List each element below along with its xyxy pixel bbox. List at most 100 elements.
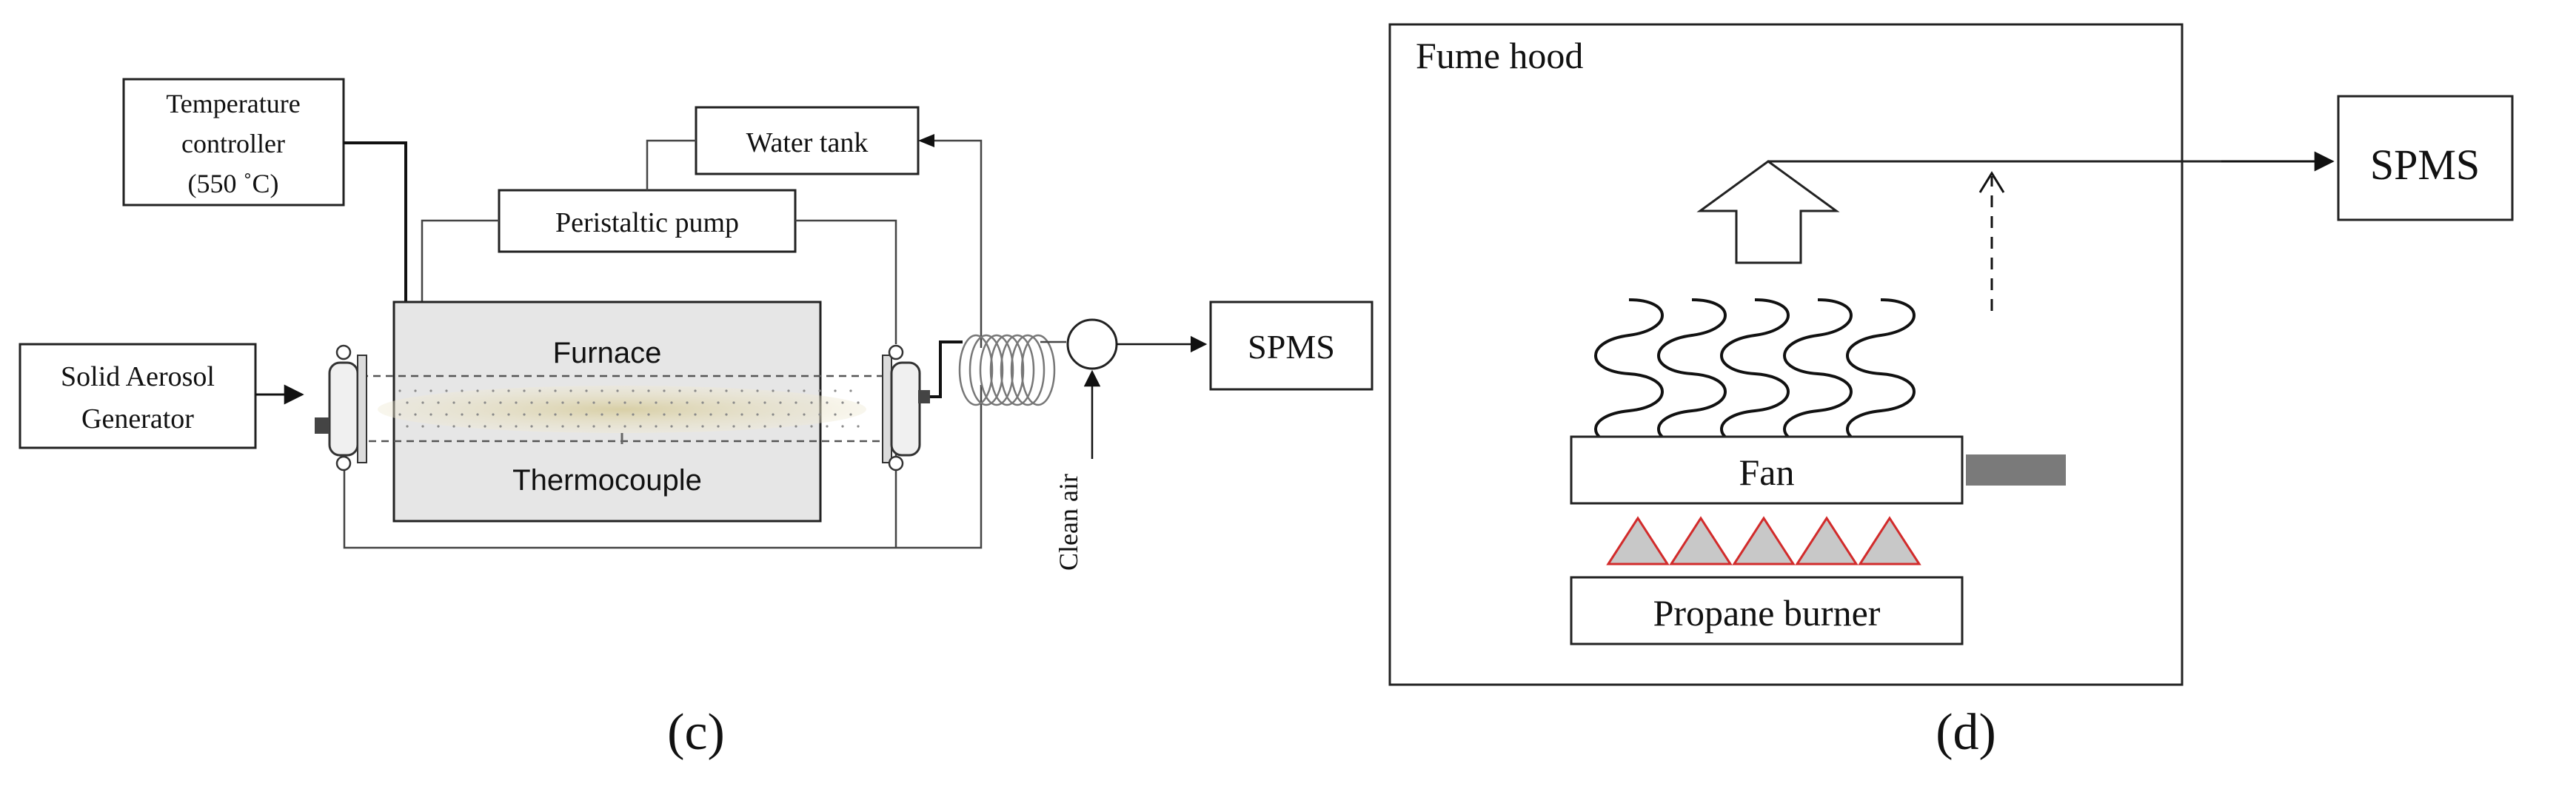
cooling-coil	[958, 334, 1056, 406]
left-flange-bolt-top	[335, 344, 352, 360]
aerosol-particle	[756, 389, 759, 392]
aerosol-particle	[639, 401, 642, 404]
aerosol-particle	[686, 425, 689, 428]
aerosol-particle	[523, 389, 526, 392]
aerosol-particle	[732, 425, 735, 428]
water-tank: Water tank	[695, 106, 920, 175]
right-flange	[882, 344, 930, 471]
temperature-controller-box	[122, 78, 345, 207]
spms-box-c	[1209, 301, 1374, 391]
left-flange-port	[315, 417, 329, 434]
aerosol-particle	[530, 401, 533, 404]
aerosol-particle	[585, 413, 588, 416]
flame-triangle	[1795, 516, 1859, 566]
aerosol-particle	[616, 413, 619, 416]
fan-label: Fan	[1739, 452, 1795, 493]
flame-triangle	[1669, 516, 1733, 566]
aerosol-particle	[421, 425, 424, 428]
aerosol-particle	[834, 389, 837, 392]
aerosol-particle	[772, 413, 775, 416]
pump-to-outlet-line	[795, 219, 897, 344]
aerosol-particle	[461, 413, 464, 416]
aerosol-particle	[670, 401, 673, 404]
aerosol-particle	[421, 401, 424, 404]
aerosol-particle	[748, 401, 751, 404]
aerosol-particle	[655, 401, 658, 404]
aerosol-particle	[818, 389, 821, 392]
aerosol-particle	[452, 401, 455, 404]
aerosol-particle	[398, 413, 401, 416]
outlet-tube	[930, 340, 963, 398]
aerosol-particle	[678, 413, 681, 416]
aerosol-particle	[772, 389, 775, 392]
temperature-controller-line2: controller	[181, 129, 285, 158]
caption-d: (d)	[1936, 704, 1996, 761]
aerosol-particle	[538, 389, 541, 392]
fume-hood-label: Fume hood	[1416, 35, 1583, 76]
aerosol-particle	[810, 401, 813, 404]
aerosol-particle	[670, 425, 673, 428]
burner-flames	[1606, 516, 1921, 566]
aerosol-particle	[554, 389, 557, 392]
aerosol-particle	[701, 401, 704, 404]
aerosol-particle	[787, 389, 790, 392]
coil-loop	[989, 334, 1025, 406]
aerosol-particles	[398, 389, 860, 428]
aerosol-particle	[429, 413, 432, 416]
aerosol-particle	[600, 389, 603, 392]
controller-cable	[344, 141, 407, 302]
pump-to-furnace-line	[421, 219, 499, 302]
right-flange-port	[918, 390, 930, 403]
smoke-wisp	[1783, 298, 1853, 448]
fan-motor	[1966, 454, 2066, 486]
aerosol-particle	[810, 425, 813, 428]
suction-arrowhead	[1978, 171, 2005, 193]
aerosol-particle	[608, 425, 611, 428]
aerosol-particle	[554, 413, 557, 416]
right-flange-bolt-bottom	[888, 455, 904, 471]
aerosol-particle	[468, 401, 471, 404]
aerosol-particle	[763, 425, 766, 428]
aerosol-particle	[709, 413, 712, 416]
water-tank-label: Water tank	[746, 127, 869, 158]
aerosol-particle	[406, 401, 409, 404]
aerosol-particle	[616, 389, 619, 392]
smoke-wisp	[1846, 298, 1916, 448]
aerosol-particle	[569, 413, 572, 416]
aerosol-particle	[461, 389, 464, 392]
solid-aerosol-generator-line1: Solid Aerosol	[61, 361, 215, 392]
aerosol-particle	[655, 425, 658, 428]
water-tank-box	[695, 106, 920, 175]
aerosol-particle	[437, 425, 440, 428]
aerosol-particle	[484, 401, 486, 404]
left-flange-bolt-bottom	[335, 455, 352, 471]
smoke-wisp	[1657, 298, 1727, 448]
aerosol-particle	[647, 413, 650, 416]
aerosol-plume	[378, 386, 866, 433]
aerosol-particle	[701, 425, 704, 428]
aerosol-particle	[476, 389, 479, 392]
solid-aerosol-generator-line2: Generator	[81, 403, 194, 434]
aerosol-particle	[787, 413, 790, 416]
aerosol-particle	[841, 401, 844, 404]
aerosol-particle	[857, 401, 860, 404]
aerosol-particle	[437, 401, 440, 404]
coil-loop	[979, 334, 1014, 406]
aerosol-particle	[492, 413, 495, 416]
aerosol-particle	[834, 413, 837, 416]
furnace-label: Furnace	[553, 337, 662, 369]
aerosol-particle	[826, 401, 829, 404]
aerosol-particle	[841, 425, 844, 428]
aerosol-particle	[709, 389, 712, 392]
return-to-tank-line	[933, 139, 983, 348]
aerosol-particle	[748, 425, 751, 428]
aerosol-particle	[794, 401, 797, 404]
aerosol-particle	[803, 389, 806, 392]
exhaust-up-arrow	[1696, 160, 1840, 264]
aerosol-particle	[406, 425, 409, 428]
peristaltic-pump-label: Peristaltic pump	[555, 207, 739, 238]
thermocouple-label: Thermocouple	[512, 464, 702, 497]
spms-label-d: SPMS	[2370, 141, 2480, 189]
fume-hood-box	[1388, 23, 2184, 686]
